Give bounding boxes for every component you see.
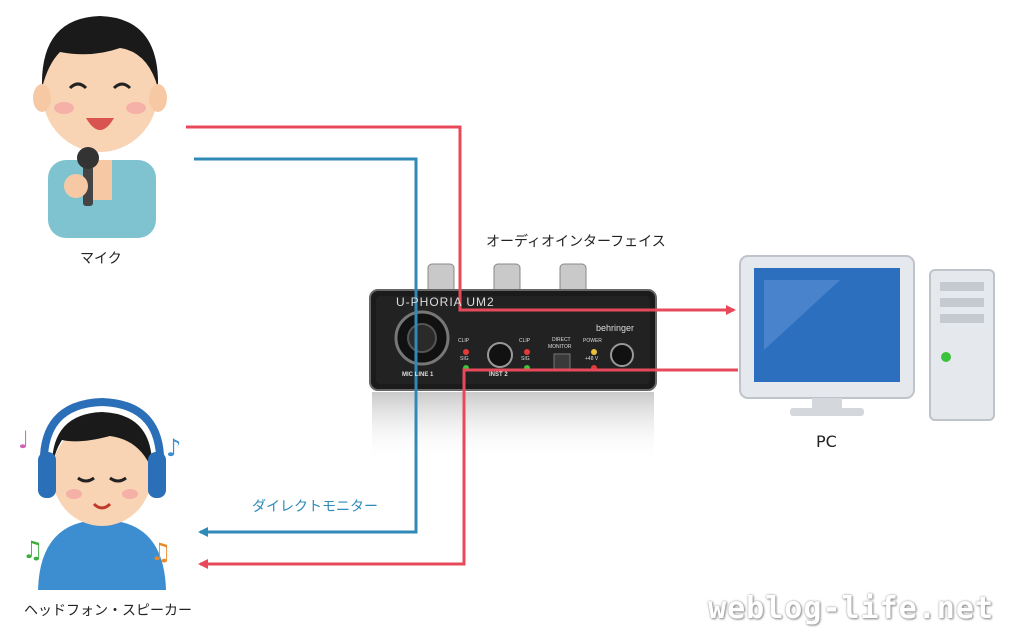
note-blue-icon: ♪	[166, 434, 181, 462]
device-monitor-label: MONITOR	[548, 344, 572, 350]
interface-label: オーディオインターフェイス	[486, 231, 666, 251]
direct-monitor-label: ダイレクトモニター	[252, 496, 378, 516]
site-watermark: weblog-life.net	[708, 591, 994, 626]
mic-label: マイク	[80, 248, 122, 268]
note-pink-icon: ♩	[18, 426, 29, 454]
pc-illustration	[740, 256, 994, 420]
device-clip1-label: CLIP	[458, 338, 469, 344]
device-model-label: U-PHORIA UM2	[396, 295, 495, 309]
device-phantom-label: +48 V	[585, 356, 598, 362]
device-power-label: POWER	[583, 338, 602, 344]
device-clip2-label: CLIP	[519, 338, 530, 344]
mic-to-pc-line	[186, 127, 734, 310]
note-orange-icon: ♫	[150, 538, 172, 566]
device-brand-label: behringer	[596, 323, 634, 333]
device-input1-label: MIC LINE 1	[402, 372, 433, 378]
audio-interface-device	[370, 264, 656, 462]
device-sig1-label: SIG	[460, 356, 469, 362]
note-green-icon: ♫	[22, 536, 44, 564]
device-sig2-label: SIG	[521, 356, 530, 362]
pc-label: PC	[816, 432, 837, 451]
device-direct-label: DIRECT	[552, 337, 571, 343]
device-input2-label: INST 2	[489, 372, 508, 378]
singer-illustration	[33, 16, 167, 238]
headphones-label: ヘッドフォン・スピーカー	[24, 600, 192, 620]
listener-illustration	[38, 402, 166, 590]
